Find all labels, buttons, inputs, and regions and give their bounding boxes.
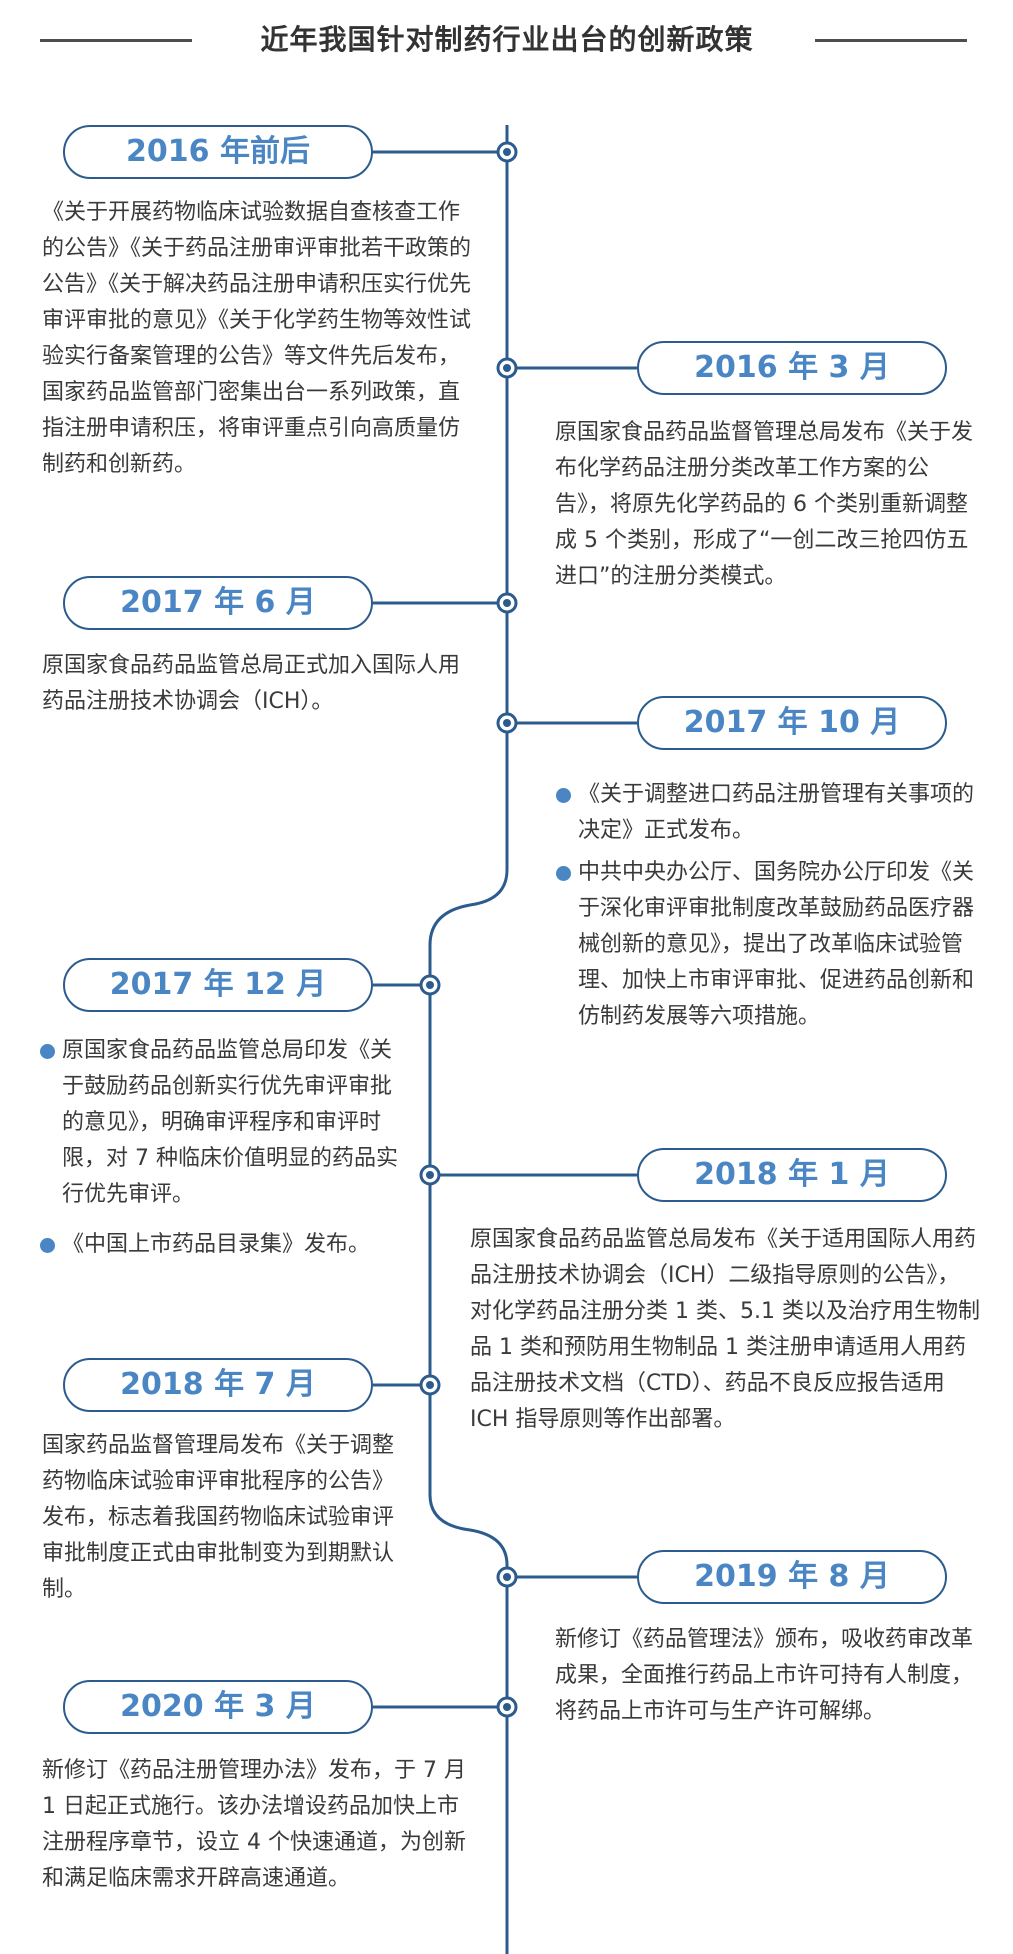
event-text-2018-07: 国家药品监督管理局发布《关于调整药物临床试验审评审批程序的公告》发布，标志着我国… <box>42 1433 395 1602</box>
event-text-2018-01: 原国家食品药品监管总局发布《关于适用国际人用药品注册技术协调会（ICH）二级指导… <box>470 1227 980 1432</box>
event-text-2016-early: 《关于开展药物临床试验数据自查核查工作的公告》《关于药品注册审评审批若干政策的公… <box>42 200 472 477</box>
bullet-dot-icon <box>40 1044 55 1059</box>
date-pill-2017-12: 2017 年 12 月 <box>63 958 373 1012</box>
event-bullet-2017-12-1: 原国家食品药品监管总局印发《关于鼓励药品创新实行优先审评审批的意见》，明确审评程… <box>62 1038 398 1207</box>
bullet-item: 《关于调整进口药品注册管理有关事项的决定》正式发布。 <box>556 777 980 849</box>
title-rule-right <box>815 39 967 42</box>
bullet-dot-icon <box>556 866 571 881</box>
bullet-dot-icon <box>556 788 571 803</box>
bullet-dot-icon <box>40 1238 55 1253</box>
bullet-item: 原国家食品药品监管总局印发《关于鼓励药品创新实行优先审评审批的意见》，明确审评程… <box>40 1033 407 1213</box>
event-bullet-2017-10-2: 中共中央办公厅、国务院办公厅印发《关于深化审评审批制度改革鼓励药品医疗器械创新的… <box>578 860 975 1029</box>
date-pill-2017-10: 2017 年 10 月 <box>637 696 947 750</box>
date-pill-2018-07: 2018 年 7 月 <box>63 1358 373 1412</box>
date-pill-2020-03: 2020 年 3 月 <box>63 1680 373 1734</box>
event-text-2017-06: 原国家食品药品监管总局正式加入国际人用药品注册技术协调会（ICH）。 <box>42 653 461 714</box>
event-text-2020-03: 新修订《药品注册管理办法》发布，于 7 月 1 日起正式施行。该办法增设药品加快… <box>42 1758 466 1891</box>
date-pill-2016-early: 2016 年前后 <box>63 125 373 179</box>
date-pill-2018-01: 2018 年 1 月 <box>637 1148 947 1202</box>
event-bullet-2017-10-1: 《关于调整进口药品注册管理有关事项的决定》正式发布。 <box>578 782 975 843</box>
event-bullet-2017-12-2: 《中国上市药品目录集》发布。 <box>62 1232 371 1257</box>
timeline-spine <box>428 125 509 1954</box>
page-title: 近年我国针对制药行业出台的创新政策 <box>260 23 754 56</box>
title-rule-left <box>40 39 192 42</box>
date-pill-2016-03: 2016 年 3 月 <box>637 341 947 395</box>
date-pill-2019-08: 2019 年 8 月 <box>637 1550 947 1604</box>
bullet-item: 中共中央办公厅、国务院办公厅印发《关于深化审评审批制度改革鼓励药品医疗器械创新的… <box>556 855 980 1035</box>
bullet-item: 《中国上市药品目录集》发布。 <box>40 1227 407 1263</box>
date-pill-2017-06: 2017 年 6 月 <box>63 576 373 630</box>
event-text-2019-08: 新修订《药品管理法》颁布，吸收药审改革成果，全面推行药品上市许可持有人制度，将药… <box>555 1627 974 1724</box>
event-text-2016-03: 原国家食品药品监督管理总局发布《关于发布化学药品注册分类改革工作方案的公告》，将… <box>555 420 974 589</box>
